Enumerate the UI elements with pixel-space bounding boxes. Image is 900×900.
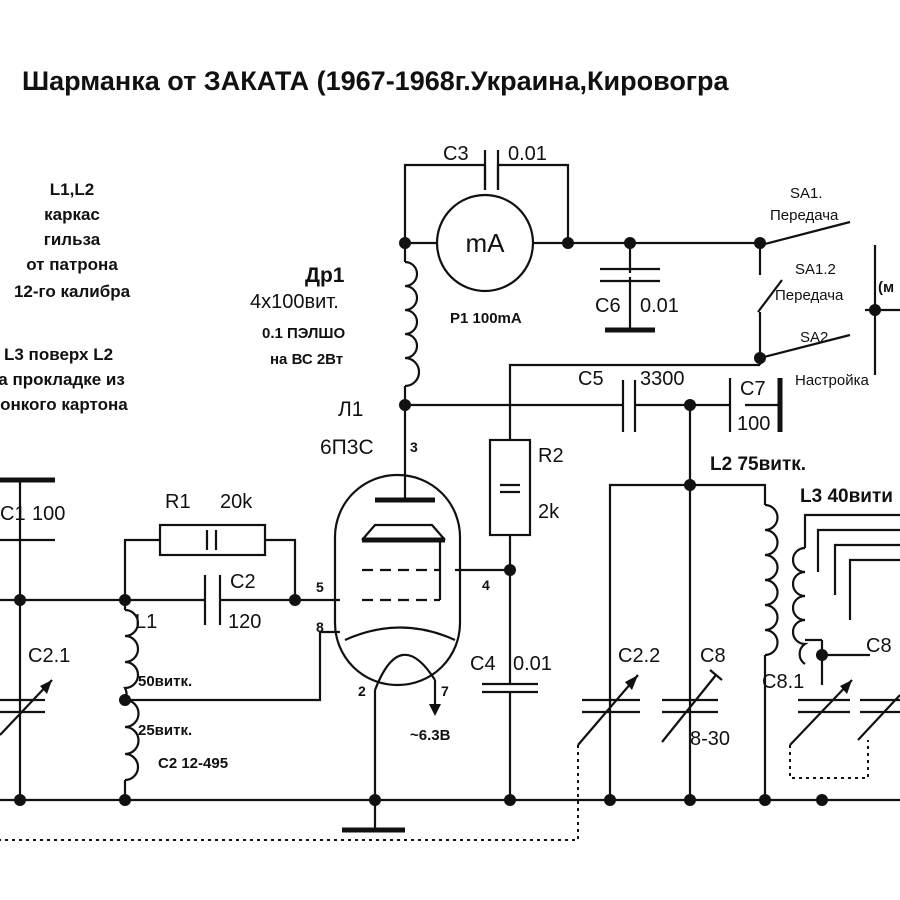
milliammeter-p1: mA: [435, 193, 535, 293]
note-line: L3 поверх L2: [4, 345, 113, 364]
gang-link: [0, 745, 579, 841]
label-sa1: SA1.: [790, 185, 823, 202]
label-r2: R2: [538, 445, 564, 467]
label-tube-ref: Л1: [338, 398, 363, 421]
label-c7-value: 100: [737, 413, 770, 435]
note-line: тонкого картона: [0, 395, 128, 414]
choke-dr1: [404, 260, 421, 388]
capacitor-c6: [600, 267, 660, 333]
label-r2-value: 2k: [538, 501, 560, 523]
heater-arrow-icon: [429, 704, 441, 716]
coil-l3: [791, 546, 809, 665]
tube-6p3s: [333, 473, 462, 716]
label-l1: L1: [135, 611, 157, 633]
label-c8: C8: [700, 645, 726, 667]
label-c8-value: 8-30: [690, 728, 730, 750]
label-c7: C7: [740, 378, 766, 400]
label-r1-value: 20k: [220, 491, 253, 513]
tube-pins: 3 4 5 8 2 7: [316, 439, 490, 699]
label-sa2-sub: Настройка: [795, 372, 870, 389]
label-c1-value: 100: [32, 503, 65, 525]
label-c2-value: 120: [228, 611, 261, 633]
capacitor-c4: [482, 682, 538, 694]
resistor-r2: [488, 438, 532, 537]
capacitor-c3: [483, 150, 500, 190]
label-dr1-wire: 0.1 ПЭЛШО: [262, 325, 345, 342]
note-line: 12-го калибра: [14, 282, 131, 301]
label-c8b: C8: [866, 635, 892, 657]
label-sa12: SA1.2: [795, 261, 836, 278]
pin-4: 4: [482, 577, 490, 593]
label-l2: L2 75витк.: [710, 454, 806, 475]
pin-7: 7: [441, 683, 449, 699]
variable-capacitor-c21: [0, 679, 53, 736]
label-c4: C4: [470, 653, 496, 675]
junctions: [14, 237, 881, 806]
note-line: от патрона: [26, 255, 118, 274]
meter-symbol: mA: [466, 228, 506, 258]
variable-capacitor-c81: [789, 679, 900, 746]
label-edge: (м: [878, 279, 894, 296]
capacitor-c7: [728, 378, 783, 432]
coil-l1: [123, 608, 140, 782]
label-l3: L3 40вити: [800, 486, 893, 507]
label-c2: C2: [230, 571, 256, 593]
l3-notes: L3 поверх L2 на прокладке из тонкого кар…: [0, 345, 128, 414]
label-sa12-sub: Передача: [775, 287, 844, 304]
schematic-title: Шарманка от ЗАКАТА (1967-1968г.Украина,К…: [22, 66, 730, 96]
label-dr1-turns: 4x100вит.: [250, 291, 339, 313]
capacitor-c1: [0, 477, 55, 542]
label-l1-turns-25: 25витк.: [138, 722, 192, 739]
coil-notes: L1,L2 каркас гильза от патрона 12-го кал…: [14, 180, 131, 301]
label-c22: C2.2: [618, 645, 660, 667]
label-r1: R1: [165, 491, 191, 513]
note-line: гильза: [44, 230, 101, 249]
pin-5: 5: [316, 579, 324, 595]
note-line: каркас: [44, 205, 100, 224]
label-heater: ~6.3В: [410, 727, 451, 744]
label-c81: C8.1: [762, 671, 804, 693]
label-c2-range: C2 12-495: [158, 755, 228, 772]
label-sa2: SA2: [800, 329, 828, 346]
label-p1: P1 100mA: [450, 310, 522, 327]
label-c3-value: 0.01: [508, 143, 547, 165]
label-c5-value: 3300: [640, 368, 685, 390]
label-dr1-body: на ВС 2Вт: [270, 351, 343, 368]
capacitor-c5: [621, 380, 637, 432]
label-c6: C6: [595, 295, 621, 317]
label-dr1: Др1: [305, 264, 345, 287]
gang-link-c8: [789, 740, 869, 779]
label-c4-value: 0.01: [513, 653, 552, 675]
label-c3: C3: [443, 143, 469, 165]
note-line: на прокладке из: [0, 370, 125, 389]
note-line: L1,L2: [50, 180, 94, 199]
label-c1: C1: [0, 503, 26, 525]
capacitor-c2: [203, 575, 222, 625]
label-l1-turns-50: 50витк.: [138, 673, 192, 690]
label-c6-value: 0.01: [640, 295, 679, 317]
resistor-r1: [158, 523, 267, 557]
trimmer-capacitor-c8: [661, 669, 723, 743]
pin-8: 8: [316, 619, 324, 635]
label-c21: C2.1: [28, 645, 70, 667]
pin-2: 2: [358, 683, 366, 699]
pin-3: 3: [410, 439, 418, 455]
variable-capacitor-c22: [577, 674, 640, 746]
coil-l2: [764, 503, 779, 657]
label-tube-type: 6П3С: [320, 436, 374, 459]
label-c5: C5: [578, 368, 604, 390]
label-sa1-sub: Передача: [770, 207, 839, 224]
